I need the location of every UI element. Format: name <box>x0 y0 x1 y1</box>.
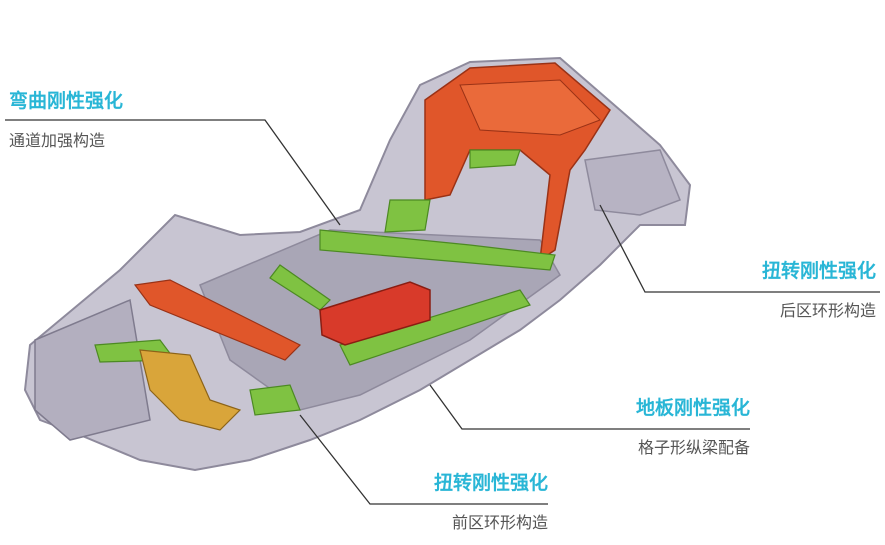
leader-lines <box>5 119 880 505</box>
rear-ring-reinforcement <box>424 62 611 262</box>
callout-rear-torsion: 扭转刚性强化 后区环形构造 <box>762 256 876 321</box>
front-subframe <box>139 349 242 431</box>
callout-title: 扭转刚性强化 <box>761 260 876 282</box>
callout-title: 扭转刚性强化 <box>433 472 548 494</box>
leader-line-2 <box>599 204 880 293</box>
leader-line-3 <box>429 384 750 430</box>
callout-subtitle: 通道加强构造 <box>9 131 106 150</box>
callout-title: 弯曲刚性强化 <box>9 90 124 112</box>
front-rail-reinforcement <box>133 279 302 361</box>
center-red-component <box>319 281 431 346</box>
leader-line-4 <box>299 414 548 505</box>
callout-floor-rigidity: 地板刚性强化 格子形纵梁配备 <box>636 393 750 458</box>
callout-front-torsion: 扭转刚性强化 前区环形构造 <box>400 468 548 533</box>
callout-subtitle: 格子形纵梁配备 <box>637 438 750 457</box>
callout-subtitle: 前区环形构造 <box>451 513 548 532</box>
callout-subtitle: 后区环形构造 <box>779 301 876 320</box>
leader-line-1 <box>5 119 341 226</box>
callout-title: 地板刚性强化 <box>635 397 750 419</box>
callout-bending-rigidity: 弯曲刚性强化 通道加强构造 <box>9 86 123 151</box>
